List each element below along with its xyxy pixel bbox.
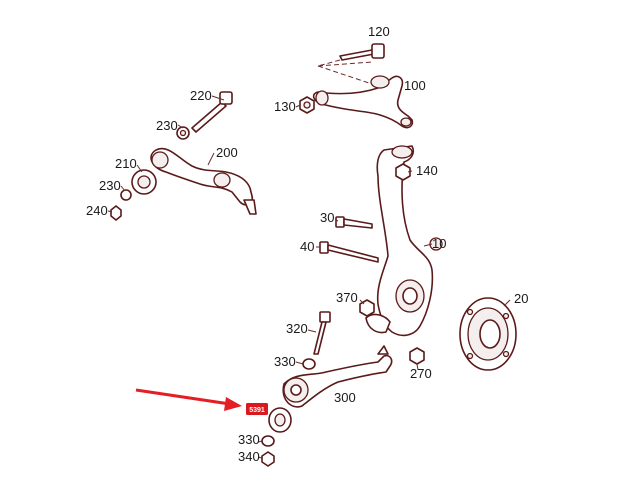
leader-lines bbox=[107, 95, 511, 459]
label-130: 130 bbox=[274, 99, 296, 114]
label-200: 200 bbox=[216, 145, 238, 160]
label-230-upper: 230 bbox=[156, 118, 178, 133]
label-330-upper: 330 bbox=[274, 354, 296, 369]
label-100: 100 bbox=[404, 78, 426, 93]
bushing-highlighted bbox=[268, 407, 292, 433]
nut-140 bbox=[395, 163, 411, 181]
wheel-hub-20 bbox=[459, 297, 517, 371]
label-140: 140 bbox=[416, 163, 438, 178]
bolt-30 bbox=[335, 216, 373, 229]
bushing-210 bbox=[131, 169, 157, 195]
label-230-lower: 230 bbox=[99, 178, 121, 193]
red-arrow bbox=[135, 388, 242, 411]
label-30: 30 bbox=[320, 210, 334, 225]
upper-control-arm-100 bbox=[312, 75, 414, 129]
bolt-40 bbox=[319, 241, 379, 263]
label-210: 210 bbox=[115, 156, 137, 171]
label-20: 20 bbox=[514, 291, 528, 306]
label-370: 370 bbox=[336, 290, 358, 305]
label-300: 300 bbox=[334, 390, 356, 405]
bolt-120 bbox=[339, 43, 385, 61]
nut-340 bbox=[261, 451, 275, 467]
washer-330-upper bbox=[302, 358, 316, 370]
label-40: 40 bbox=[300, 239, 314, 254]
bolt-220 bbox=[191, 91, 233, 133]
control-arm-200 bbox=[150, 147, 257, 215]
label-340: 340 bbox=[238, 449, 260, 464]
nut-270 bbox=[409, 347, 425, 365]
washer-230-upper bbox=[176, 126, 190, 140]
bolt-120-guide bbox=[317, 59, 373, 85]
highlight-badge: 5391 bbox=[246, 403, 268, 415]
label-10: 10 bbox=[432, 236, 446, 251]
label-330-lower: 330 bbox=[238, 432, 260, 447]
part-labels: 120 100 130 220 230 200 210 230 240 140 … bbox=[86, 24, 528, 464]
label-120: 120 bbox=[368, 24, 390, 39]
label-270: 270 bbox=[410, 366, 432, 381]
steering-knuckle-10 bbox=[365, 145, 443, 337]
label-320: 320 bbox=[286, 321, 308, 336]
washer-330-lower bbox=[261, 435, 275, 447]
nut-130 bbox=[299, 96, 315, 114]
bolt-320 bbox=[313, 311, 331, 355]
lower-control-arm-300 bbox=[282, 345, 393, 408]
label-220: 220 bbox=[190, 88, 212, 103]
highlight-badge-label: 5391 bbox=[249, 407, 265, 414]
nut-240 bbox=[110, 205, 122, 221]
washer-230-lower bbox=[120, 189, 132, 201]
label-240: 240 bbox=[86, 203, 108, 218]
